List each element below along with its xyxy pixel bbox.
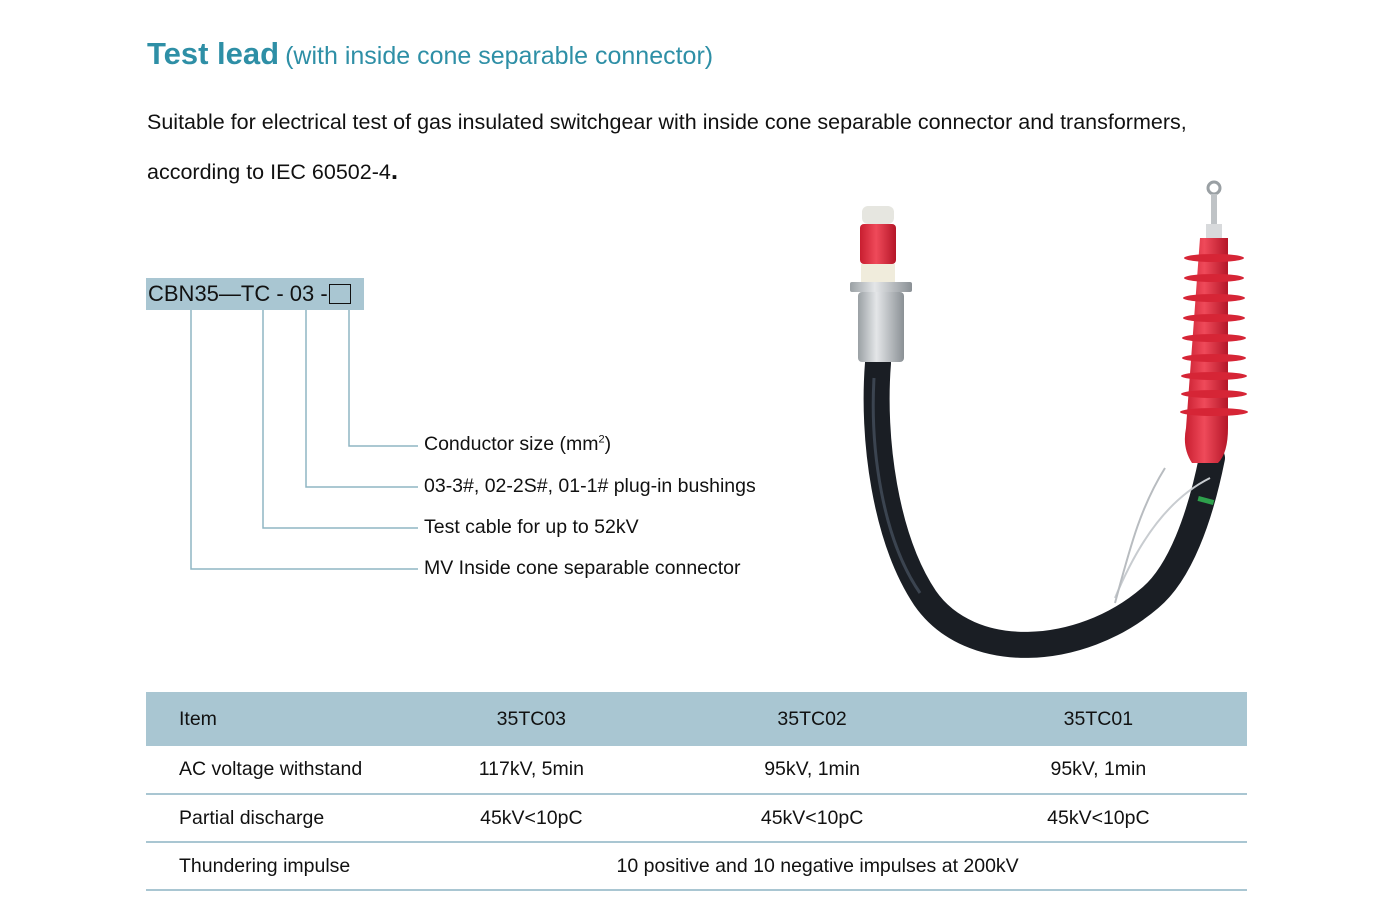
conductor-size-placeholder-box — [328, 284, 351, 304]
table-cell: 95kV, 1min — [674, 746, 950, 795]
legend-bushings: 03-3#, 02-2S#, 01-1# plug-in bushings — [424, 475, 756, 497]
legend-conductor-size: Conductor size (mm2) — [424, 433, 611, 456]
inside-cone-plug — [850, 206, 912, 362]
model-code-box: CBN35—TC - 03 - — [146, 278, 364, 310]
legend-test-cable: Test cable for up to 52kV — [424, 516, 639, 538]
table-cell: 45kV<10pC — [949, 794, 1247, 843]
table-cell: 45kV<10pC — [388, 794, 675, 843]
row-label: Partial discharge — [146, 794, 389, 843]
legend-conductor-size-text: Conductor size (mm — [424, 433, 599, 455]
title-subtitle: (with inside cone separable connector) — [285, 42, 714, 70]
row-label: Thundering impulse — [146, 842, 389, 891]
description-line-2-text: according to IEC 60502-4 — [147, 160, 391, 184]
cable — [863, 350, 1225, 658]
header-35tc02: 35TC02 — [674, 692, 950, 746]
leader-line-bushings — [305, 310, 418, 488]
page-title: Test lead(with inside cone separable con… — [147, 36, 713, 72]
table-row: Thundering impulse 10 positive and 10 ne… — [146, 842, 1247, 891]
leader-line-conductor-size — [348, 310, 418, 447]
header-35tc03: 35TC03 — [388, 692, 675, 746]
title-main: Test lead — [147, 36, 280, 71]
legend-superscript: 2 — [598, 433, 605, 446]
table-cell: 117kV, 5min — [388, 746, 675, 795]
table-row: AC voltage withstand 117kV, 5min 95kV, 1… — [146, 746, 1247, 795]
spec-table: Item 35TC03 35TC02 35TC01 AC voltage wit… — [146, 692, 1247, 891]
product-photo — [850, 180, 1248, 658]
table-header-row: Item 35TC03 35TC02 35TC01 — [146, 692, 1247, 746]
table-cell: 45kV<10pC — [674, 794, 950, 843]
row-label: AC voltage withstand — [146, 746, 389, 795]
legend-connector: MV Inside cone separable connector — [424, 557, 741, 579]
table-cell-merged: 10 positive and 10 negative impulses at … — [388, 842, 1247, 891]
table-row: Partial discharge 45kV<10pC 45kV<10pC 45… — [146, 794, 1247, 843]
table-cell: 95kV, 1min — [949, 746, 1247, 795]
model-code-text: CBN35—TC - 03 - — [148, 281, 328, 306]
leader-line-connector — [190, 310, 418, 570]
shield-wire — [1114, 477, 1211, 599]
header-item: Item — [146, 692, 389, 746]
leader-line-test-cable — [262, 310, 418, 529]
description-period: . — [390, 155, 399, 185]
header-35tc01: 35TC01 — [949, 692, 1247, 746]
description-line-2: according to IEC 60502-4. — [147, 155, 398, 186]
description-line-1: Suitable for electrical test of gas insu… — [147, 110, 1187, 134]
legend-conductor-size-tail: ) — [604, 433, 612, 455]
silicone-termination — [1180, 180, 1248, 463]
